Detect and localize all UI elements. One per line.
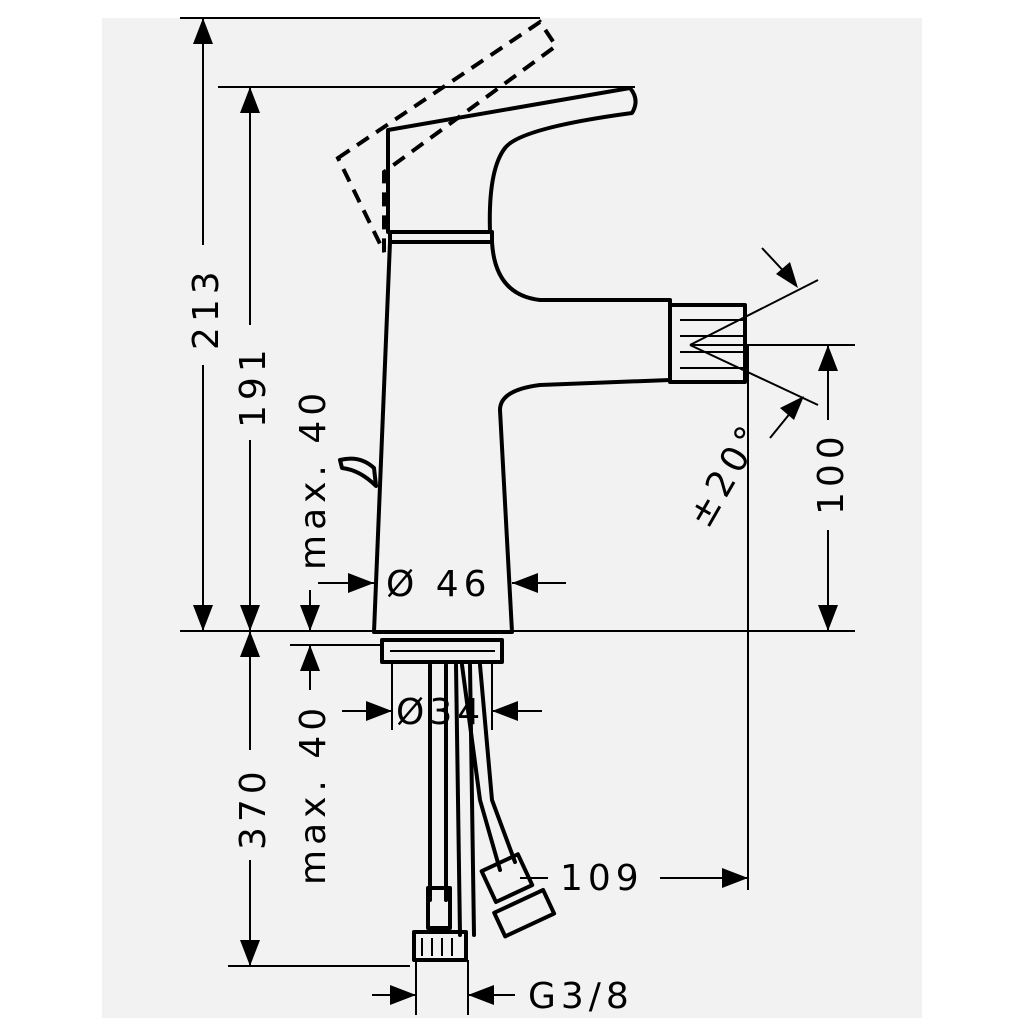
arrow-head xyxy=(240,631,260,657)
arrow-head xyxy=(390,985,416,1005)
faucet-outline xyxy=(335,19,747,962)
hose-connector-2 xyxy=(412,930,468,962)
arrow-head xyxy=(240,87,260,113)
arrow-head xyxy=(818,605,838,631)
arrow-head xyxy=(240,940,260,966)
drawing-background xyxy=(102,18,922,1018)
arrow-head xyxy=(722,868,748,888)
arrow-head xyxy=(492,701,518,721)
supply-hose-3 xyxy=(460,663,517,872)
label-total-height: 213 xyxy=(186,266,227,350)
arrow-head xyxy=(348,573,374,593)
hose-connector-4 xyxy=(492,887,557,939)
pop-up-rod xyxy=(338,456,378,488)
lever-open-position xyxy=(335,19,559,253)
arrow-head xyxy=(468,985,494,1005)
lever-handle xyxy=(386,86,638,234)
arrow-head xyxy=(193,605,213,631)
hose-connector-1 xyxy=(426,886,452,930)
hose-connector-3 xyxy=(479,852,535,904)
arrow-head xyxy=(240,605,260,631)
angle-line-upper xyxy=(689,279,819,346)
label-base-diameter: Ø 46 xyxy=(386,564,492,605)
arrow-head xyxy=(300,645,320,671)
arrow-head xyxy=(366,701,392,721)
label-pop-up-rod: max. 40 xyxy=(293,388,334,570)
label-hose-length: 370 xyxy=(233,766,274,850)
arrow-head xyxy=(193,18,213,44)
label-deck-thickness: max. 40 xyxy=(293,703,334,885)
supply-hose-2 xyxy=(454,663,476,937)
angle-line-lower xyxy=(689,344,819,406)
dimension-lines xyxy=(180,17,855,1015)
label-spout-height: 100 xyxy=(811,431,852,515)
label-hole-diameter: Ø34 xyxy=(396,692,485,733)
arrow-head xyxy=(818,345,838,371)
mounting-nut xyxy=(380,638,504,664)
arrow-head xyxy=(512,573,538,593)
label-spout-projection: 109 xyxy=(560,858,644,899)
arrow-head xyxy=(300,605,320,631)
supply-hose-1 xyxy=(428,663,448,902)
arrow-head xyxy=(776,262,798,288)
arrow-head xyxy=(780,396,804,420)
label-handle-height: 191 xyxy=(233,344,274,428)
label-connection-thread: G3/8 xyxy=(528,976,634,1017)
spout-outlet xyxy=(668,303,747,384)
